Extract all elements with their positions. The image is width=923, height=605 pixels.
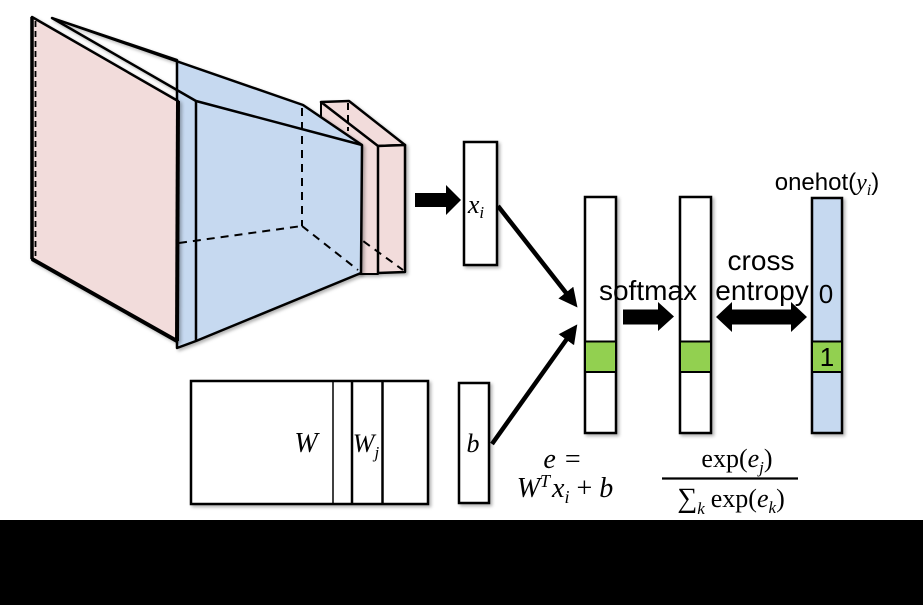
input-image-bottom-edge: [31, 257, 178, 343]
logits-highlight-cell: [584, 340, 617, 373]
feature-slab-hidden-edge-bottom: [351, 232, 404, 271]
feature-volume-top-left-edge: [51, 16, 197, 103]
input-image-front-face: [30, 15, 180, 343]
softmax-label: softmax: [599, 275, 697, 306]
feature-volume-front-top-edge: [195, 99, 363, 147]
weight-matrix-label: W: [294, 428, 320, 459]
input-image-right-edge: [175, 100, 180, 342]
probs-highlight-cell: [679, 340, 712, 373]
onehot-label: onehot(yi): [775, 169, 880, 199]
bias-vector: [457, 381, 491, 505]
onehot-one-cell: [811, 340, 843, 373]
logits-vector: [583, 195, 618, 435]
wj-column-label: Wj: [353, 429, 380, 462]
bottom-bar: [0, 520, 923, 605]
bias-to-logits-arrow: [490, 324, 578, 446]
logits-formula-line1: e=: [543, 444, 580, 475]
onehot-zero-label: 0: [819, 279, 833, 309]
xi-vector: [462, 140, 499, 267]
cross-entropy-label-line1: cross: [728, 245, 795, 276]
input-image-plane: [30, 15, 180, 343]
xi-label: xi: [467, 190, 485, 222]
softmax-arrow: [623, 302, 674, 331]
weight-matrix: [189, 379, 430, 506]
logits-formula-line2: WTxi+b: [517, 471, 614, 507]
cross-entropy-label-line2: entropy: [715, 275, 808, 306]
flatten-arrow: [415, 185, 461, 215]
xi-to-logits-arrow: [496, 204, 578, 308]
bias-label: b: [467, 429, 480, 458]
onehot-one-label: 1: [820, 342, 834, 372]
feature-volume-hidden-edge-back: [178, 225, 303, 244]
feature-volume-hidden-edge-right: [301, 225, 359, 271]
cross-entropy-arrow: [716, 302, 807, 332]
probs-vector: [678, 195, 713, 435]
softmax-formula-numerator: exp(ej): [701, 444, 772, 477]
onehot-vector: [810, 196, 844, 435]
feature-slab-front-face: [376, 143, 407, 275]
